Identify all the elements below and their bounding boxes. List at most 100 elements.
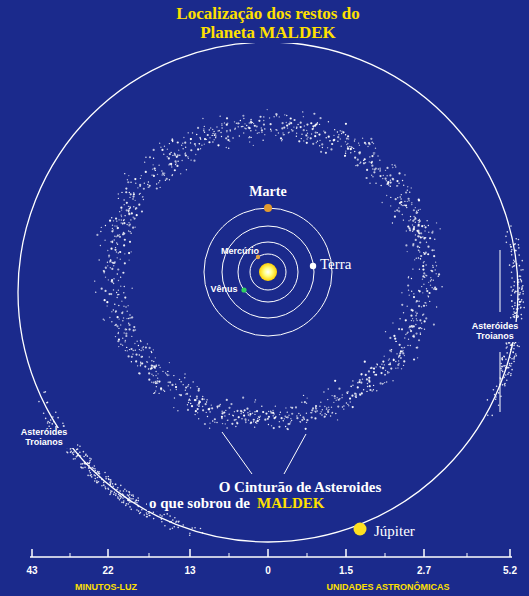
asteroid-dot — [152, 168, 153, 169]
asteroid-dot — [280, 137, 282, 139]
asteroid-dot — [190, 403, 191, 404]
asteroid-dot — [418, 199, 420, 201]
asteroid-dot — [138, 372, 140, 374]
asteroid-dot — [423, 284, 424, 285]
asteroid-dot — [344, 155, 345, 156]
asteroid-dot — [237, 122, 239, 124]
trojan-dot — [510, 251, 512, 253]
asteroid-dot — [198, 403, 200, 405]
asteroid-dot — [305, 428, 307, 430]
trojan-dot — [517, 282, 519, 284]
asteroid-dot — [315, 407, 317, 409]
asteroid-dot — [181, 145, 182, 146]
trojan-dot — [520, 314, 522, 316]
asteroid-dot — [413, 293, 414, 294]
trojan-dot — [161, 515, 163, 517]
trojan-dot — [513, 358, 515, 360]
trojan-dot — [141, 509, 143, 511]
asteroid-dot — [398, 360, 399, 361]
asteroid-dot — [140, 341, 141, 342]
trojan-dot — [176, 521, 178, 523]
asteroid-dot — [319, 124, 320, 125]
asteroid-dot — [282, 132, 283, 133]
asteroid-dot — [145, 171, 147, 173]
asteroid-dot — [176, 156, 178, 158]
asteroid-dot — [306, 130, 307, 131]
trojan-dot — [123, 490, 125, 492]
trojan-dot — [521, 318, 523, 320]
asteroid-dot — [106, 301, 108, 303]
asteroid-dot — [254, 401, 255, 402]
asteroid-dot — [379, 366, 380, 367]
asteroid-dot — [373, 385, 374, 386]
trojan-dot — [112, 485, 114, 487]
asteroid-dot — [128, 211, 129, 212]
asteroid-dot — [267, 418, 269, 420]
trojan-dot — [506, 343, 508, 345]
asteroid-dot — [195, 145, 196, 146]
asteroid-dot — [128, 355, 130, 357]
asteroid-dot — [416, 320, 417, 321]
asteroid-dot — [286, 122, 287, 123]
asteroid-dot — [404, 347, 405, 348]
asteroid-dot — [118, 294, 119, 295]
asteroid-dot — [217, 130, 218, 131]
asteroid-dot — [221, 418, 222, 419]
planet-label: Marte — [249, 184, 286, 199]
asteroid-dot — [390, 186, 391, 187]
asteroid-dot — [221, 411, 222, 412]
asteroid-dot — [319, 140, 320, 141]
trojan-dot — [85, 463, 87, 465]
asteroid-dot — [330, 415, 331, 416]
asteroid-dot — [113, 239, 114, 240]
asteroid-dot — [153, 393, 154, 394]
planet-label: Mercúrio — [221, 247, 259, 257]
asteroid-dot — [408, 227, 410, 229]
scale-tick — [267, 549, 269, 557]
asteroid-dot — [143, 199, 144, 200]
asteroid-dot — [327, 399, 328, 400]
asteroid-dot — [259, 419, 260, 420]
asteroid-dot — [303, 140, 304, 141]
asteroid-dot — [347, 404, 348, 405]
asteroid-dot — [418, 199, 420, 201]
trojan-dot — [514, 261, 516, 263]
asteroid-dot — [123, 317, 124, 318]
asteroid-dot — [347, 148, 349, 150]
asteroid-dot — [296, 417, 298, 419]
asteroid-dot — [434, 239, 435, 240]
trojan-dot — [49, 422, 51, 424]
title: Localização dos restos do Planeta MALDEK — [168, 5, 368, 42]
asteroid-dot — [143, 188, 145, 190]
trojan-dot — [512, 266, 514, 268]
asteroid-dot — [400, 198, 401, 199]
asteroid-dot — [124, 341, 125, 342]
trojan-dot — [513, 259, 515, 261]
asteroid-dot — [238, 126, 239, 127]
asteroid-dot — [156, 386, 157, 387]
asteroid-dot — [226, 117, 228, 119]
asteroid-dot — [217, 144, 219, 146]
asteroid-dot — [154, 392, 155, 393]
trojan-dot — [80, 463, 82, 465]
asteroid-dot — [439, 228, 440, 229]
asteroid-dot — [331, 395, 332, 396]
asteroid-dot — [315, 124, 316, 125]
asteroid-dot — [116, 292, 117, 293]
asteroid-dot — [383, 175, 384, 176]
asteroid-dot — [177, 410, 178, 411]
scale-tick — [189, 549, 191, 557]
asteroid-dot — [319, 117, 321, 119]
asteroid-dot — [151, 381, 152, 382]
trojan-dot — [79, 445, 81, 447]
asteroid-dot — [210, 127, 211, 128]
asteroid-dot — [109, 220, 111, 222]
trojan-dot — [521, 260, 523, 262]
asteroid-dot — [407, 198, 409, 200]
asteroid-dot — [187, 404, 188, 405]
trojan-dot — [517, 279, 519, 281]
asteroid-dot — [423, 252, 424, 253]
asteroid-dot — [130, 233, 131, 234]
asteroid-dot — [373, 154, 374, 155]
asteroid-dot — [408, 289, 409, 290]
